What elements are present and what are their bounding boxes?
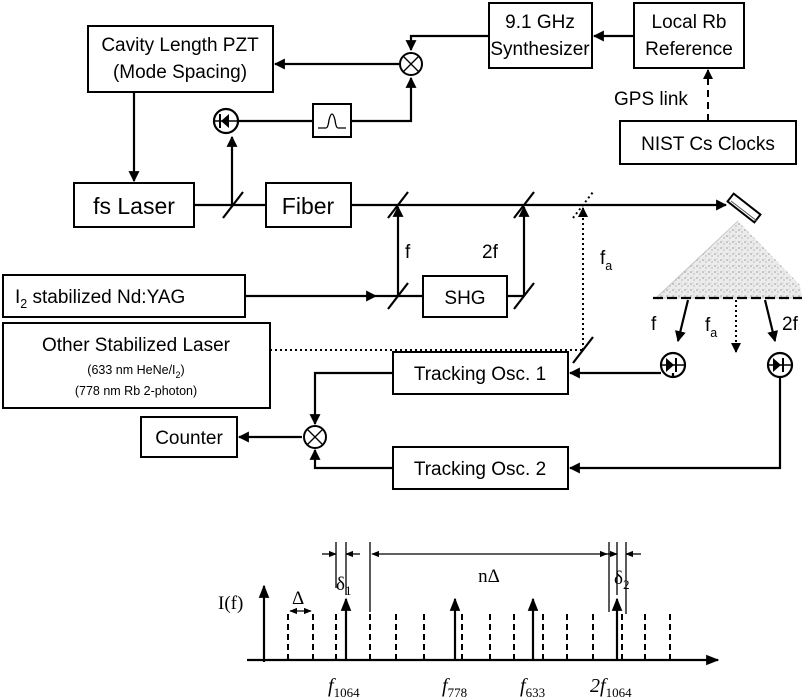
shg-box: SHG	[422, 275, 508, 318]
rb-reference-box: Local Rb Reference	[633, 2, 745, 69]
synthesizer-box: 9.1 GHz Synthesizer	[488, 2, 593, 69]
photodiode-2f-icon	[766, 351, 794, 379]
f-label-lower: f	[651, 314, 657, 335]
photodiode-f-icon	[659, 351, 687, 379]
f633-label: f633	[520, 675, 545, 698]
filter-to-mixer-line	[352, 76, 417, 123]
grating-mirror-icon	[726, 192, 762, 224]
cavity-pzt-line2: (Mode Spacing)	[113, 62, 247, 83]
tracking-osc-2-label: Tracking Osc. 2	[414, 459, 546, 480]
counter-box: Counter	[140, 416, 238, 458]
synthesizer-line2: Synthesizer	[490, 39, 590, 60]
other-laser-label: Other Stabilized Laser	[42, 335, 231, 356]
fiber-box: Fiber	[265, 182, 352, 228]
ndyag-box: I2 stabilized Nd:YAG	[2, 274, 246, 318]
combiner-f-icon	[387, 191, 409, 219]
cavity-pzt-line1: Cavity Length PZT	[101, 35, 259, 56]
tracking-osc-2-box: Tracking Osc. 2	[392, 446, 569, 490]
photodiode-top-icon	[212, 107, 240, 135]
dispersed-spectrum-fan	[656, 221, 802, 298]
rb-reference-line2: Reference	[645, 39, 733, 60]
2f-label-upper: 2f	[482, 242, 499, 263]
delta-label: Δ	[292, 588, 304, 609]
other-laser-box: Other Stabilized Laser (633 nm HeNe/I2) …	[2, 322, 271, 409]
rb-reference-line1: Local Rb	[652, 12, 727, 33]
2f-beam-down	[763, 299, 778, 343]
f2-1064-label: 2f1064	[590, 675, 632, 698]
other-laser-note1: (633 nm HeNe/I2)	[87, 363, 184, 380]
synth-to-mixer-line	[405, 34, 489, 52]
ndyag-label: I2 stabilized Nd:YAG	[15, 287, 185, 311]
bandpass-filter-icon	[312, 103, 352, 138]
synthesizer-line1: 9.1 GHz	[505, 12, 575, 33]
nist-clocks-box: NIST Cs Clocks	[619, 120, 797, 165]
counter-label: Counter	[155, 428, 223, 449]
track1-to-mixer-line	[309, 371, 393, 426]
fiber-label: Fiber	[282, 193, 335, 219]
combiner-2f-icon	[513, 191, 535, 219]
fs-laser-box: fs Laser	[73, 182, 195, 228]
combiner-fa-icon	[572, 191, 594, 219]
f-label-upper: f	[405, 242, 411, 263]
f-beam-down	[675, 299, 690, 343]
2f-label-lower: 2f	[782, 314, 799, 335]
tracking-osc-1-label: Tracking Osc. 1	[414, 364, 546, 385]
mixer-top-icon	[399, 52, 423, 76]
track2-to-mixer-line	[309, 448, 393, 470]
delta2-label: δ2	[614, 568, 629, 592]
shg-label: SHG	[444, 288, 485, 309]
fs-laser-label: fs Laser	[93, 193, 175, 219]
mixer-bottom-icon	[303, 425, 327, 449]
comb-spectrum: I(f) Δ δ	[218, 542, 720, 698]
other-laser-note2: (778 nm Rb 2-photon)	[75, 384, 197, 398]
fa-label-upper: fa	[600, 248, 612, 273]
f778-label: f778	[442, 675, 467, 698]
tracking-osc-1-box: Tracking Osc. 1	[392, 351, 569, 395]
nist-clocks-label: NIST Cs Clocks	[641, 134, 775, 155]
f1064-label: f1064	[328, 675, 360, 698]
gps-link-label: GPS link	[614, 89, 688, 110]
ndelta-label: nΔ	[478, 566, 500, 587]
cavity-pzt-box: Cavity Length PZT (Mode Spacing)	[87, 25, 274, 93]
spectrum-ylabel: I(f)	[218, 593, 243, 614]
delta1-label: δ1	[336, 574, 351, 598]
pd-2f-to-track2-line	[568, 377, 782, 474]
fa-label-lower: fa	[705, 315, 717, 340]
